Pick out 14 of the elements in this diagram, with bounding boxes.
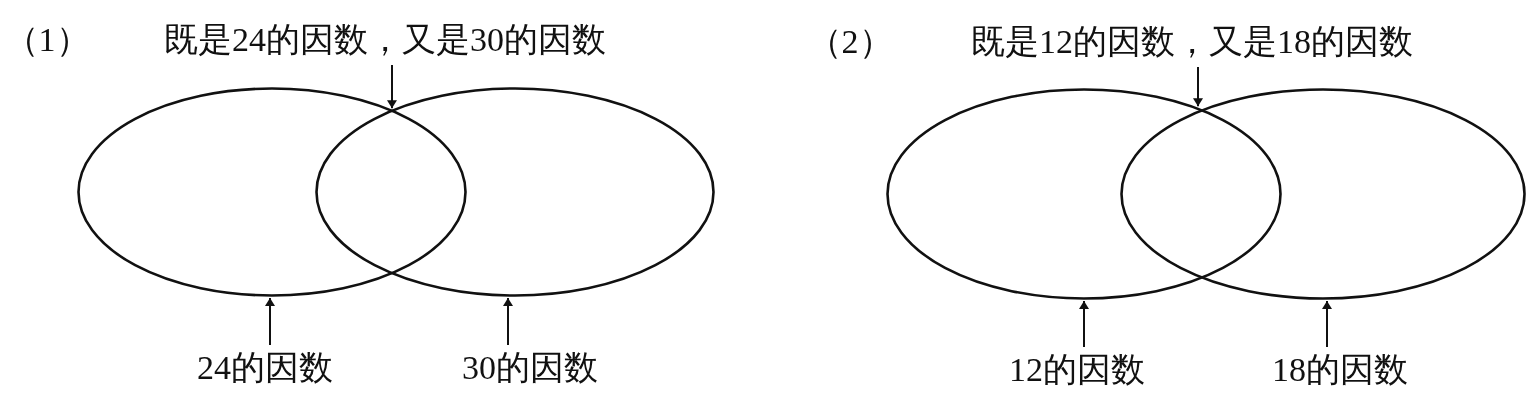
caption-text: 12的因数 [1009, 351, 1145, 389]
leader-arrow [387, 64, 397, 110]
caption-text: 18的因数 [1272, 351, 1408, 389]
caption-text: 24的因数 [197, 349, 333, 387]
caption-text: 30的因数 [462, 349, 598, 387]
part-number: （1） [4, 21, 90, 59]
caption-text: 既是12的因数，又是18的因数 [971, 23, 1413, 61]
leader-arrow [503, 296, 513, 346]
leader-arrow [265, 297, 275, 346]
leader-arrow [1193, 66, 1203, 108]
leader-arrow [1079, 300, 1089, 348]
leader-arrow [1322, 300, 1332, 348]
caption-text: 既是24的因数，又是30的因数 [164, 21, 606, 59]
part-number: （2） [807, 23, 893, 61]
